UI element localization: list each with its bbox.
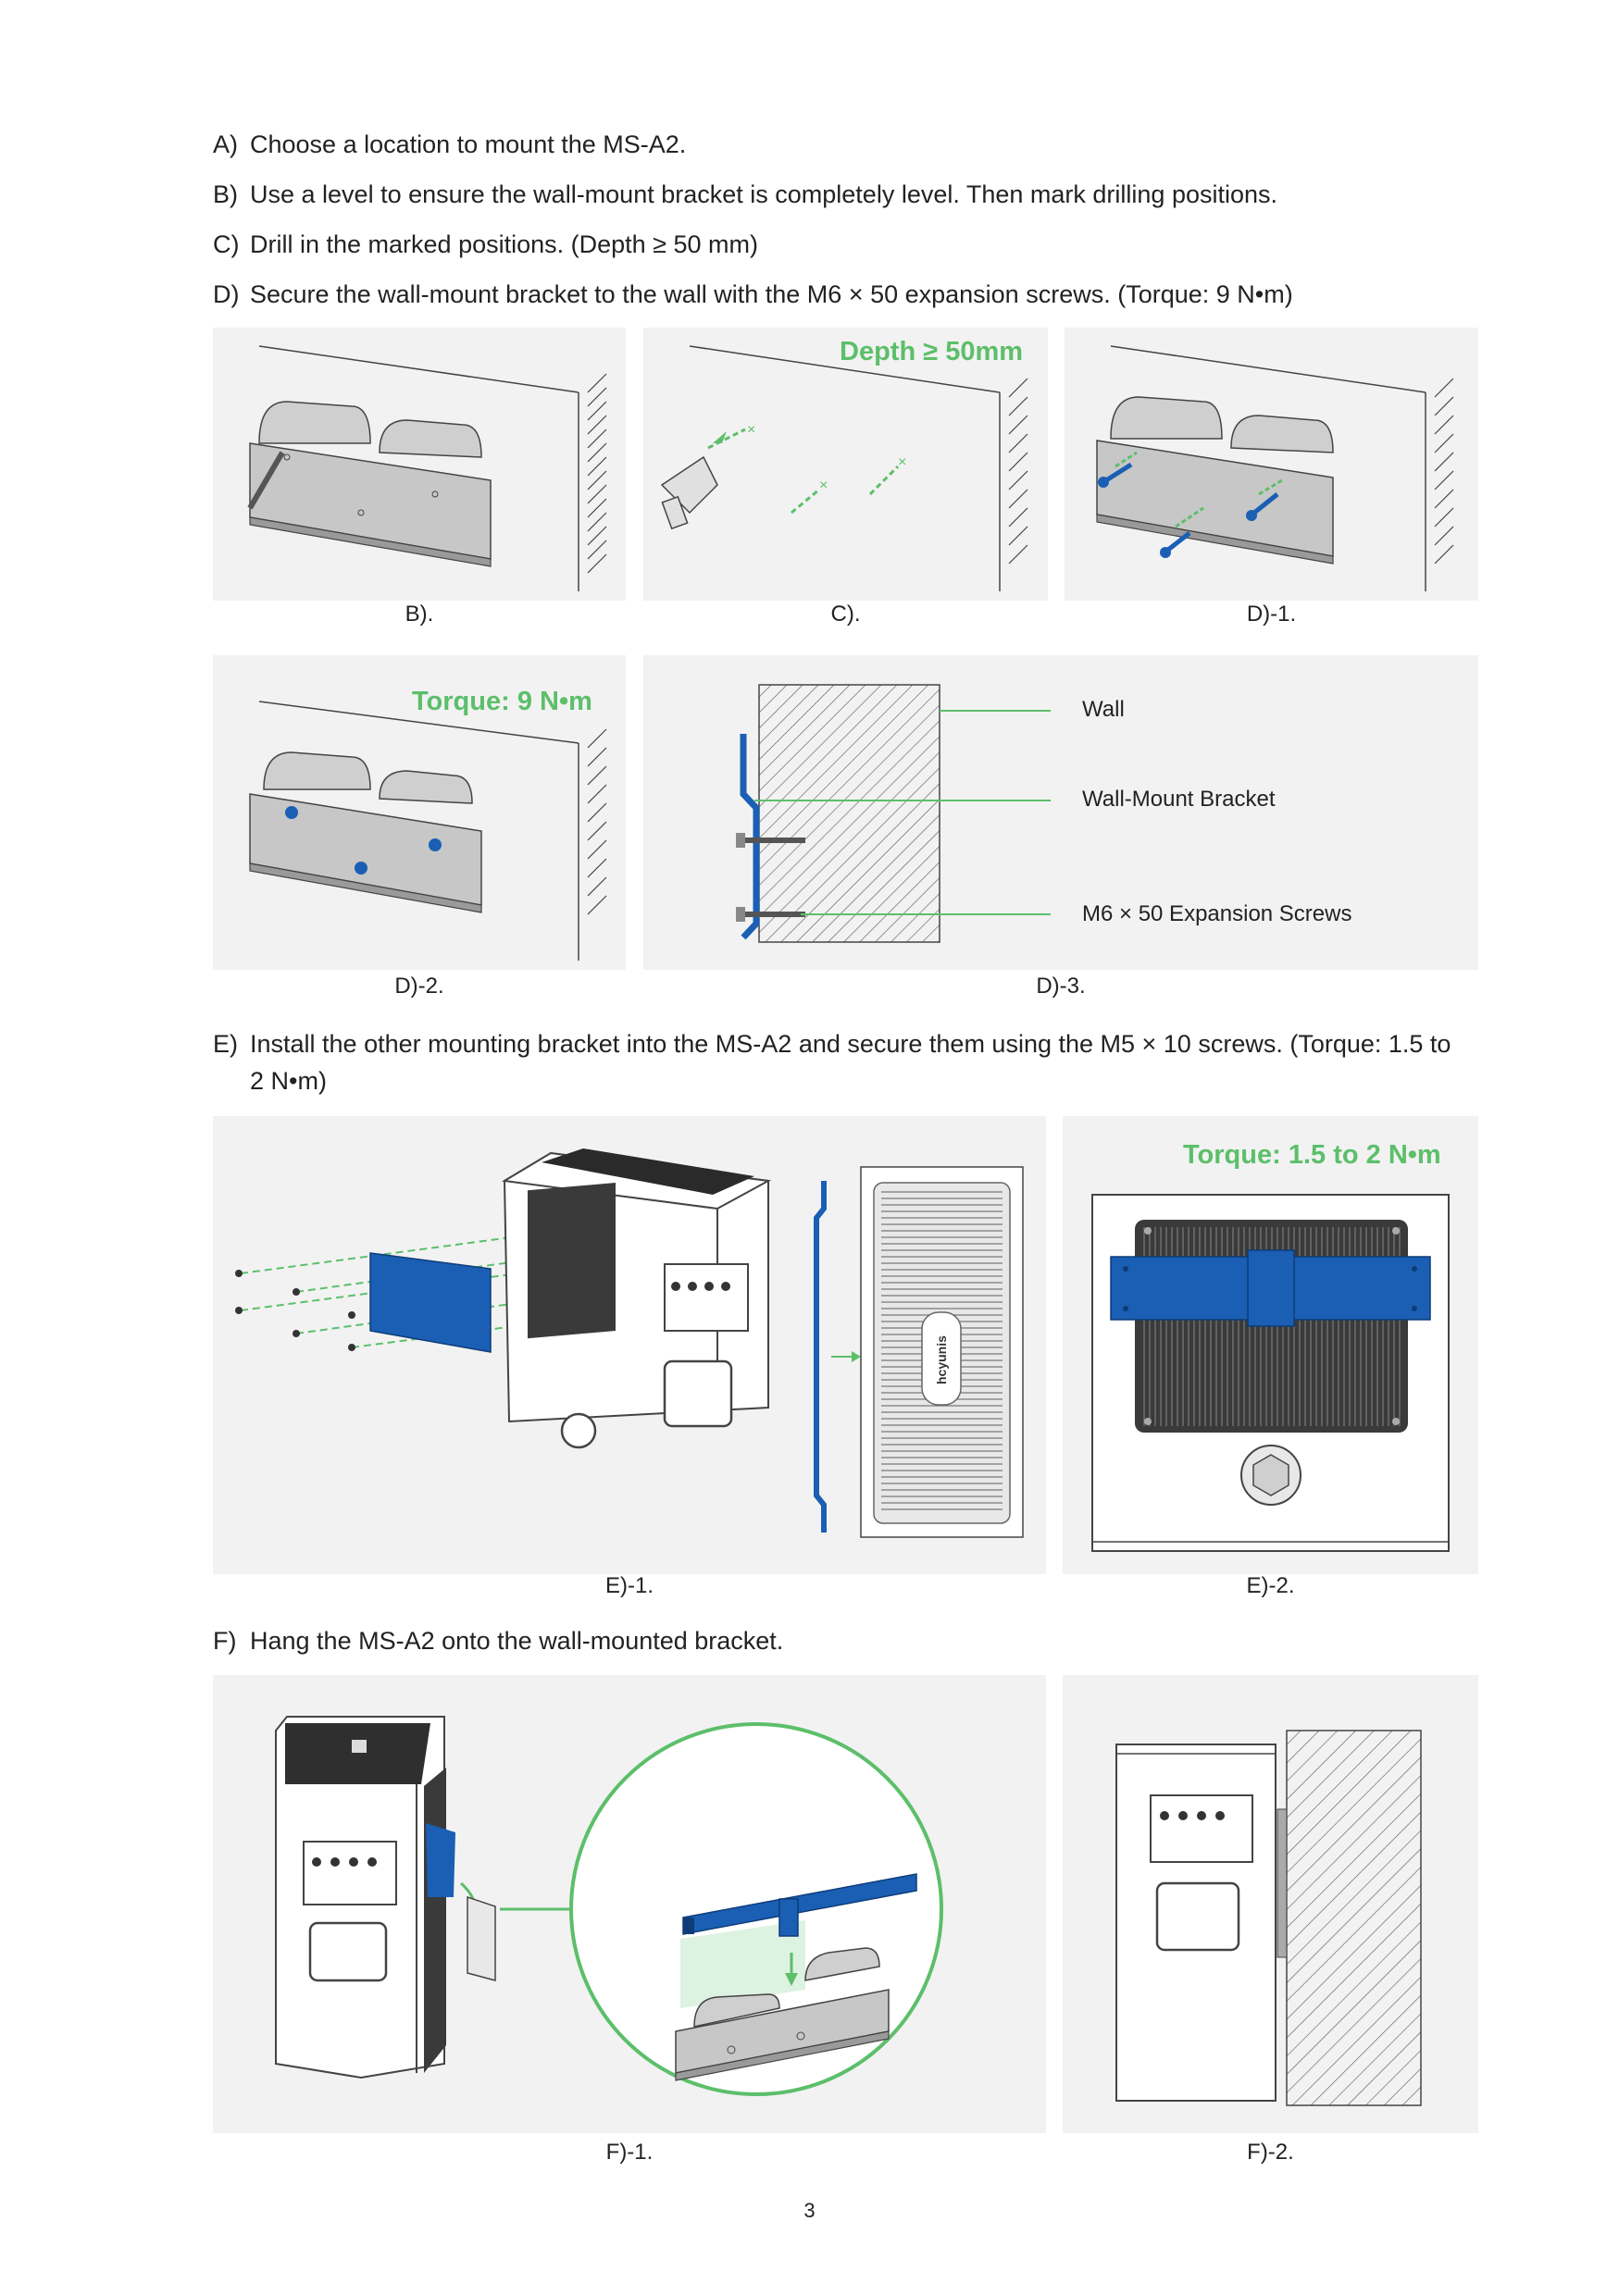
step-a: A)Choose a location to mount the MS-A2. [213,130,687,158]
step-b: B)Use a level to ensure the wall-mount b… [213,180,1278,208]
caption-e1: E)-1. [604,1573,654,1598]
step-f: F)Hang the MS-A2 onto the wall-mounted b… [213,1627,784,1655]
figure-b-panel [213,328,626,601]
callout-screws: M6 × 50 Expansion Screws [1082,901,1352,926]
caption-e2: E)-2. [1246,1573,1295,1598]
figure-c-illustration: × × × [660,345,1028,591]
figure-c-panel: × × × Depth ≥ 50mm [643,328,1048,601]
caption-d3: D)-3. [1036,974,1086,999]
caption-f1: F)-1. [605,2140,654,2165]
figure-e1-illustration: hcyunis [235,1148,1024,1538]
caption-f2: F)-2. [1247,2140,1294,2165]
figure-e2-illustration [1091,1194,1450,1552]
caption-d1: D)-1. [1246,602,1297,627]
figure-d2-illustration [249,701,607,961]
step-e: E)Install the other mounting bracket int… [213,1030,1451,1095]
figure-d3-illustration [736,684,1051,943]
callout-bracket: Wall-Mount Bracket [1082,787,1276,812]
figure-f1-panel [213,1675,1046,2133]
figure-d2-panel: Torque: 9 N•m [213,655,626,970]
figure-e1-panel: hcyunis [213,1116,1046,1574]
figure-f1-illustration [275,1716,943,2096]
figure-b-illustration [247,345,607,591]
caption-c: C). [830,602,861,627]
figure-f2-panel [1063,1675,1478,2133]
callout-wall: Wall [1082,697,1125,722]
figure-d3-panel: Wall Wall-Mount Bracket M6 × 50 Expansio… [643,655,1478,970]
svg-text:×: × [747,422,755,438]
label-depth: Depth ≥ 50mm [840,337,1024,366]
caption-b: B). [405,602,434,627]
device-logo-text: hcyunis [934,1335,949,1384]
svg-text:×: × [819,478,828,493]
label-torque-e2: Torque: 1.5 to 2 N•m [1183,1140,1441,1170]
figure-e2-panel: Torque: 1.5 to 2 N•m [1063,1116,1478,1574]
caption-d2: D)-2. [394,974,444,999]
label-torque-d2: Torque: 9 N•m [412,687,592,716]
svg-text:×: × [898,454,906,470]
figure-f2-illustration [1115,1730,1422,2106]
figure-d1-panel [1065,328,1478,601]
figure-d1-illustration [1096,345,1454,591]
step-d: D)Secure the wall-mount bracket to the w… [213,280,1293,308]
step-c: C)Drill in the marked positions. (Depth … [213,230,759,258]
page-number: 3 [803,2199,816,2222]
